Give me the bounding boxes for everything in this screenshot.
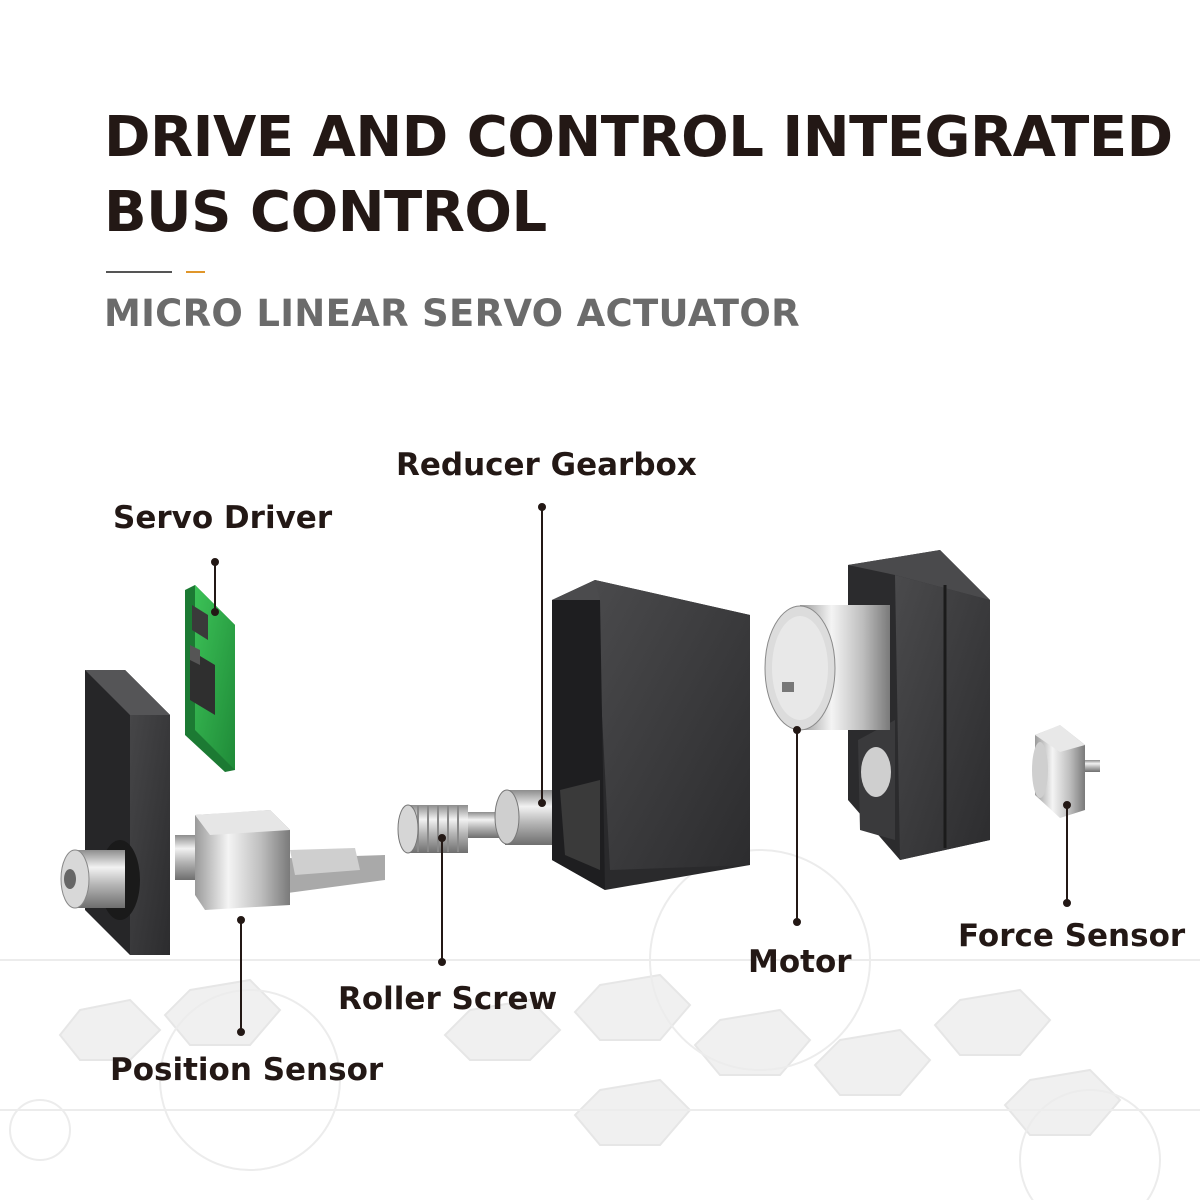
force-sensor-part xyxy=(1032,725,1100,818)
label-reducer-gearbox: Reducer Gearbox xyxy=(396,447,697,483)
background-hex-pattern xyxy=(58,973,1122,1146)
label-motor: Motor xyxy=(748,944,852,980)
position-sensor-part xyxy=(175,810,385,910)
background-circuit-lines xyxy=(0,849,1200,1200)
reducer-gearbox-housing xyxy=(552,580,750,890)
motor-can xyxy=(764,605,890,731)
title-divider xyxy=(106,271,172,273)
page-subtitle: MICRO LINEAR SERVO ACTUATOR xyxy=(104,292,800,335)
title-divider-accent xyxy=(186,271,205,273)
end-cap-shaft xyxy=(60,840,140,920)
label-roller-screw: Roller Screw xyxy=(338,981,558,1017)
label-position-sensor: Position Sensor xyxy=(110,1052,384,1088)
title-line-1: DRIVE AND CONTROL INTEGRATED xyxy=(104,105,1173,170)
callout-leaders xyxy=(211,503,1071,1036)
title-line-2: BUS CONTROL xyxy=(104,180,547,245)
servo-driver-pcb xyxy=(185,585,235,772)
label-servo-driver: Servo Driver xyxy=(113,500,333,536)
label-force-sensor: Force Sensor xyxy=(958,918,1186,954)
page-title: DRIVE AND CONTROL INTEGRATED BUS CONTROL xyxy=(104,100,1173,250)
